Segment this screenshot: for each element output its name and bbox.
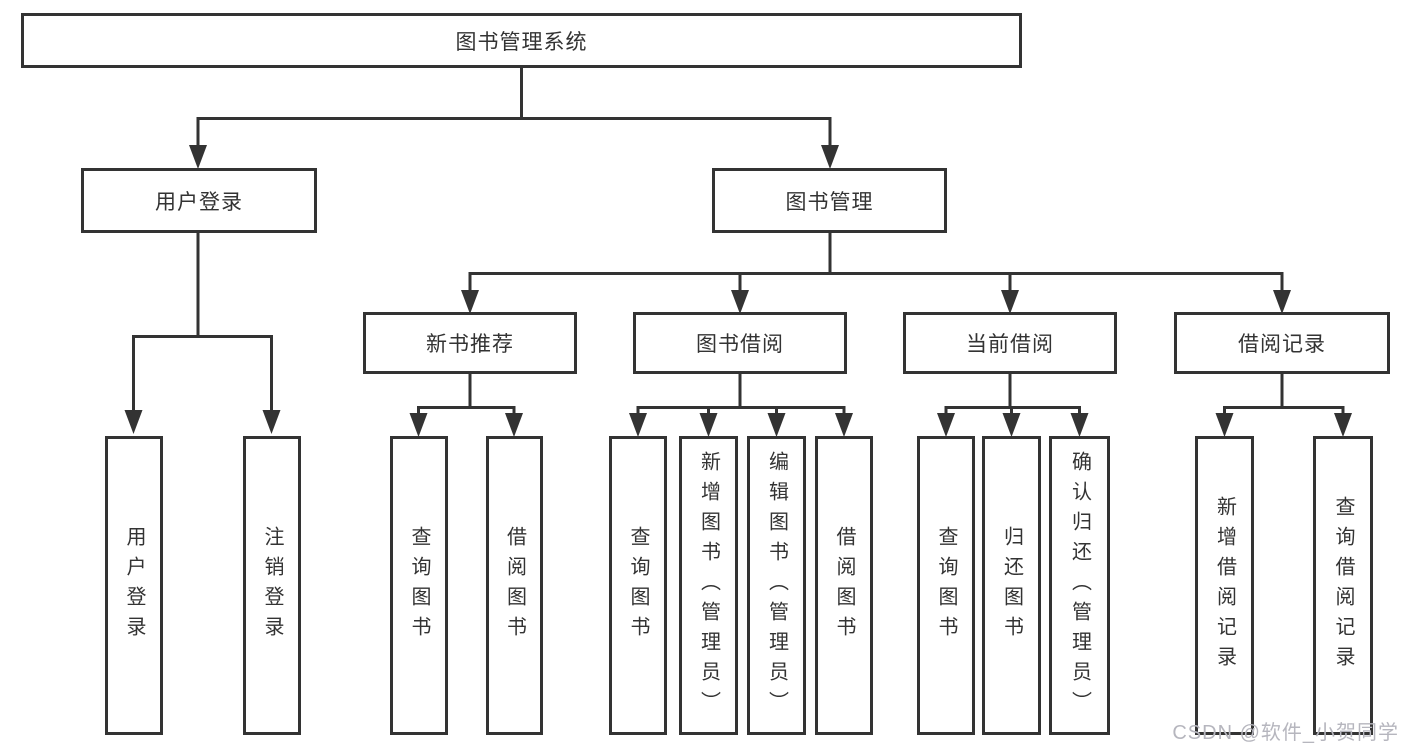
node-root: 图书管理系统: [21, 13, 1022, 68]
node-new-book-recommend: 新书推荐: [363, 312, 577, 374]
leaf-user-login: 用户登录: [105, 436, 163, 735]
leaf-borrow-add-books-admin: 新增图书（管理员）: [679, 436, 738, 735]
node-current-borrow-label: 当前借阅: [966, 333, 1054, 356]
leaf-current-confirm-return-admin: 确认归还（管理员）: [1049, 436, 1110, 735]
leaf-logout: 注销登录: [243, 436, 301, 735]
node-book-management-label: 图书管理: [785, 190, 874, 214]
node-user-login-label: 用户登录: [155, 190, 243, 214]
node-root-label: 图书管理系统: [455, 30, 588, 54]
leaf-recommend-query-books: 查询图书: [390, 436, 448, 735]
leaf-borrow-edit-books-admin: 编辑图书（管理员）: [747, 436, 806, 735]
arrowheads: [124, 145, 1352, 437]
csdn-watermark: CSDN @软件_小贺同学: [1172, 722, 1399, 744]
leaf-borrow-borrow-books: 借阅图书: [815, 436, 873, 735]
node-borrow-records: 借阅记录: [1174, 312, 1390, 374]
leaf-records-add-record: 新增借阅记录: [1195, 436, 1254, 735]
node-user-login: 用户登录: [81, 168, 317, 233]
node-current-borrow: 当前借阅: [903, 312, 1117, 374]
node-new-book-recommend-label: 新书推荐: [426, 333, 514, 356]
leaf-recommend-borrow-books: 借阅图书: [486, 436, 543, 735]
leaf-records-query-record: 查询借阅记录: [1313, 436, 1373, 735]
leaf-current-return-books: 归还图书: [982, 436, 1041, 735]
leaf-borrow-query-books: 查询图书: [609, 436, 667, 735]
node-borrow-records-label: 借阅记录: [1238, 333, 1326, 356]
node-book-borrow: 图书借阅: [633, 312, 847, 374]
leaf-current-query-books: 查询图书: [917, 436, 975, 735]
node-book-management: 图书管理: [712, 168, 947, 233]
node-book-borrow-label: 图书借阅: [696, 333, 784, 356]
